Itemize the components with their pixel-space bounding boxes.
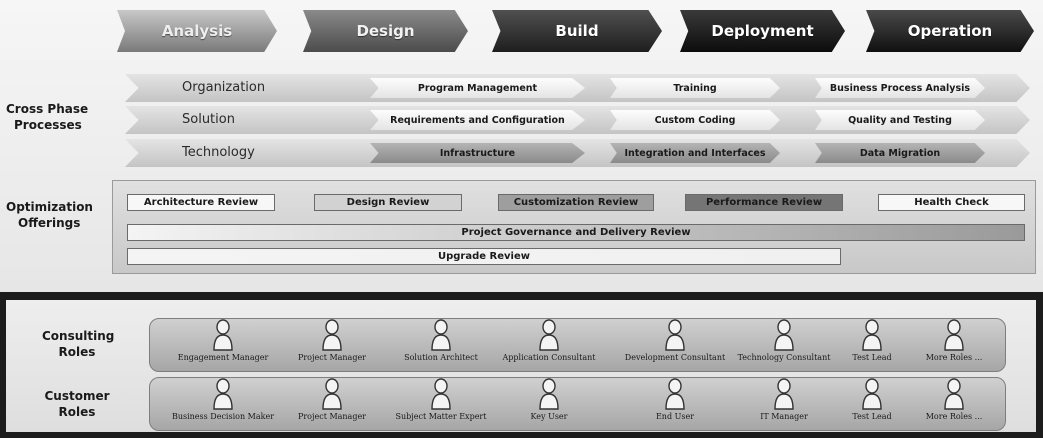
consulting-role: Engagement Manager [164, 318, 282, 362]
customer-role: Project Manager [273, 377, 391, 421]
customer-roles-label-line2: Roles [58, 405, 96, 419]
item-training: Training [610, 78, 780, 98]
item-quality-testing: Quality and Testing [815, 110, 985, 130]
consulting-role: Project Manager [273, 318, 391, 362]
performance-review: Performance Review [685, 194, 843, 211]
role-name: End User [655, 412, 695, 421]
customer-role: Subject Matter Expert [382, 377, 500, 421]
person-icon [539, 319, 559, 351]
item-infrastructure: Infrastructure [370, 143, 585, 163]
phase-operation: Operation [866, 10, 1034, 52]
consulting-roles-label-line1: Consulting [42, 329, 115, 343]
person-icon [431, 319, 451, 351]
person-icon [213, 378, 233, 410]
item-custom-coding: Custom Coding [610, 110, 780, 130]
role-name: Solution Architect [404, 353, 478, 362]
optimization-label-line1: Optimization [6, 200, 93, 214]
item-requirements-configuration: Requirements and Configuration [370, 110, 585, 130]
phase-build: Build [492, 10, 662, 52]
phase-analysis: Analysis [117, 10, 277, 52]
role-name: More Roles ... [925, 353, 983, 362]
row-name-technology: Technology [182, 145, 255, 160]
role-name: Project Manager [297, 353, 367, 362]
cross-phase-label-line2: Processes [14, 118, 82, 132]
project-governance-review: Project Governance and Delivery Review [127, 224, 1025, 241]
optimization-label: Optimization Offerings [6, 199, 93, 231]
customer-roles-label-line1: Customer [44, 389, 110, 403]
row-name-organization: Organization [182, 80, 266, 95]
consulting-role: Application Consultant [490, 318, 608, 362]
role-name: Application Consultant [502, 353, 596, 362]
person-icon [322, 378, 342, 410]
role-name: IT Manager [760, 412, 808, 421]
role-name: Test Lead [852, 353, 892, 362]
consulting-role: Technology Consultant [725, 318, 843, 362]
health-check: Health Check [878, 194, 1025, 211]
role-name: Business Decision Maker [171, 412, 275, 421]
role-name: Development Consultant [624, 353, 726, 362]
consulting-role: Development Consultant [616, 318, 734, 362]
customer-role: Business Decision Maker [164, 377, 282, 421]
customer-role: IT Manager [725, 377, 843, 421]
person-icon [213, 319, 233, 351]
consulting-roles-label-line2: Roles [58, 345, 96, 359]
customer-role: Key User [490, 377, 608, 421]
customer-roles-label: Customer Roles [42, 388, 112, 420]
phase-deployment: Deployment [680, 10, 845, 52]
consulting-role: More Roles ... [895, 318, 1013, 362]
role-name: Key User [530, 412, 568, 421]
person-icon [944, 319, 964, 351]
person-icon [944, 378, 964, 410]
cross-phase-label: Cross Phase Processes [6, 101, 88, 133]
person-icon [665, 378, 685, 410]
role-name: Technology Consultant [737, 353, 831, 362]
item-data-migration: Data Migration [815, 143, 985, 163]
consulting-role: Test Lead [813, 318, 931, 362]
customer-role: Test Lead [813, 377, 931, 421]
role-name: Test Lead [852, 412, 892, 421]
person-icon [665, 319, 685, 351]
role-name: More Roles ... [925, 412, 983, 421]
person-icon [774, 378, 794, 410]
optimization-label-line2: Offerings [18, 216, 81, 230]
consulting-roles-label: Consulting Roles [42, 328, 115, 360]
person-icon [862, 378, 882, 410]
upgrade-review: Upgrade Review [127, 248, 841, 265]
role-name: Engagement Manager [177, 353, 269, 362]
item-business-process-analysis: Business Process Analysis [815, 78, 985, 98]
role-name: Subject Matter Expert [395, 412, 487, 421]
person-icon [774, 319, 794, 351]
phase-design: Design [303, 10, 468, 52]
customer-role: End User [616, 377, 734, 421]
consulting-role: Solution Architect [382, 318, 500, 362]
role-name: Project Manager [297, 412, 367, 421]
customization-review: Customization Review [498, 194, 654, 211]
person-icon [539, 378, 559, 410]
person-icon [322, 319, 342, 351]
customer-role: More Roles ... [895, 377, 1013, 421]
item-integration-interfaces: Integration and Interfaces [610, 143, 780, 163]
design-review: Design Review [314, 194, 462, 211]
cross-phase-label-line1: Cross Phase [6, 102, 89, 116]
item-program-management: Program Management [370, 78, 585, 98]
row-name-solution: Solution [182, 112, 235, 127]
person-icon [862, 319, 882, 351]
person-icon [431, 378, 451, 410]
architecture-review: Architecture Review [127, 194, 275, 211]
